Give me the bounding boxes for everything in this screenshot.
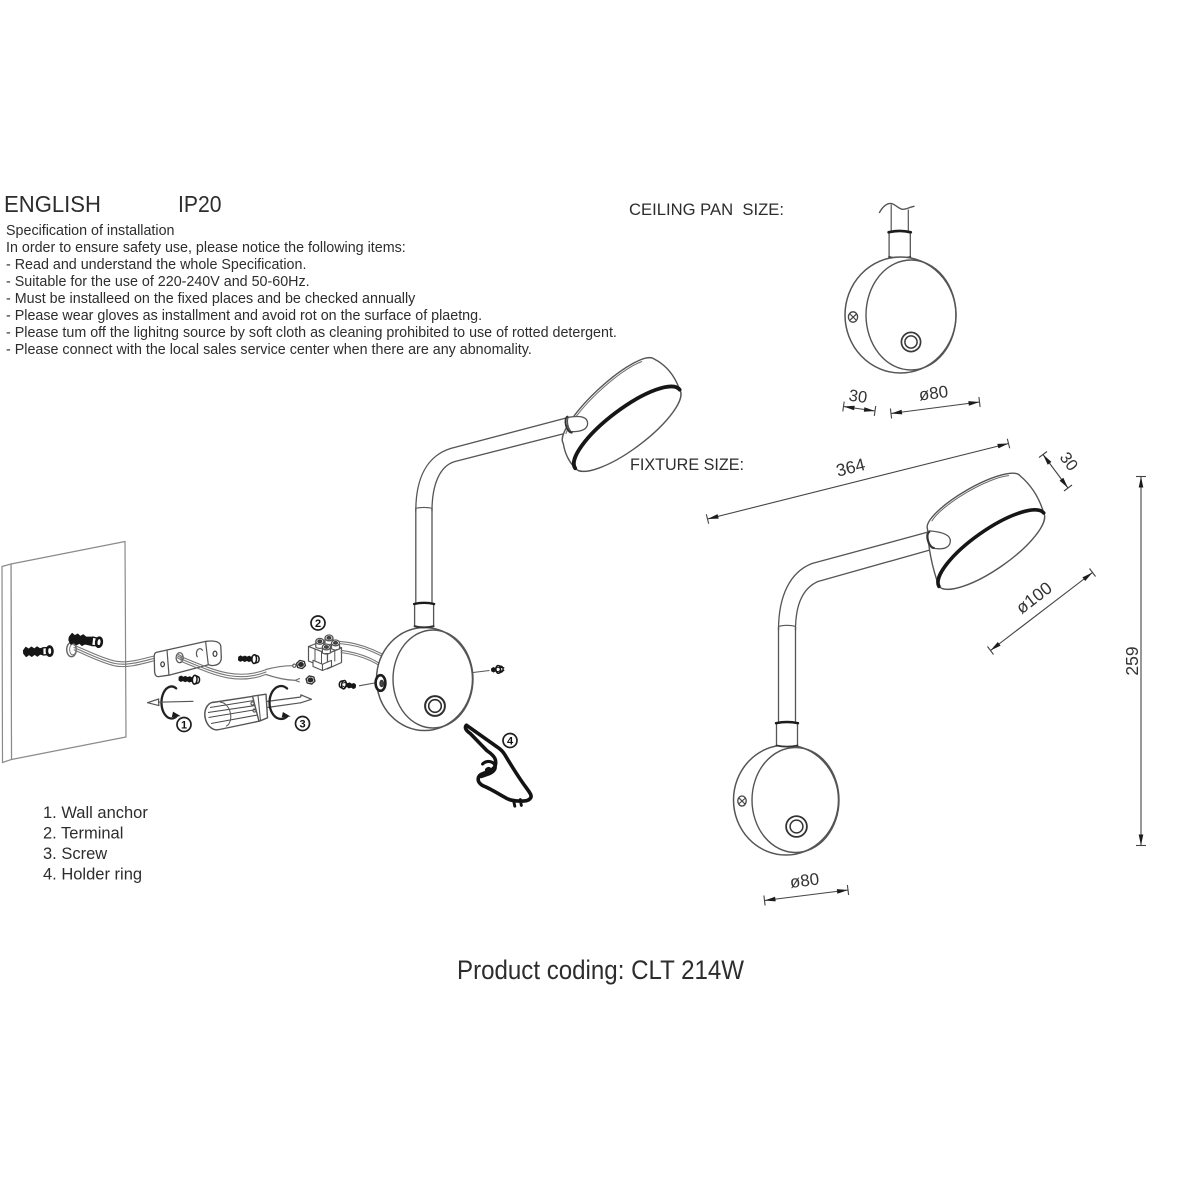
svg-text:30: 30	[848, 387, 869, 407]
svg-text:ø80: ø80	[918, 382, 950, 405]
svg-text:In order to ensure safety use,: In order to ensure safety use, please no…	[6, 240, 406, 256]
svg-text:2. Terminal: 2. Terminal	[43, 825, 123, 843]
svg-text:Specification of installation: Specification of installation	[6, 223, 175, 239]
svg-text:4: 4	[507, 735, 514, 747]
svg-text:ø80: ø80	[789, 869, 820, 892]
svg-text:4. Holder ring: 4. Holder ring	[43, 866, 142, 884]
svg-text:2: 2	[315, 618, 321, 630]
svg-text:- Suitable for the use of 220-: - Suitable for the use of 220-240V and 5…	[6, 274, 310, 290]
svg-text:1: 1	[181, 719, 187, 731]
svg-text:3. Screw: 3. Screw	[43, 845, 107, 863]
svg-text:259: 259	[1122, 646, 1142, 675]
svg-text:CEILING PAN SIZE:: CEILING PAN SIZE:	[629, 200, 784, 219]
svg-text:- Please tum off the lighitng: - Please tum off the lighitng source by …	[6, 325, 617, 341]
svg-text:Product coding: CLT 214W: Product coding: CLT 214W	[457, 955, 744, 985]
svg-text:- Read and understand the whol: - Read and understand the whole Specific…	[6, 257, 306, 273]
svg-text:FIXTURE SIZE:: FIXTURE SIZE:	[630, 455, 744, 474]
svg-text:- Please connect with the loca: - Please connect with the local sales se…	[6, 342, 532, 358]
svg-text:- Must be installeed on the fi: - Must be installeed on the fixed places…	[6, 291, 416, 307]
svg-text:IP20: IP20	[178, 191, 222, 217]
svg-text:- Please wear gloves as instal: - Please wear gloves as installment and …	[6, 308, 482, 324]
svg-text:3: 3	[299, 718, 305, 730]
svg-text:1. Wall anchor: 1. Wall anchor	[43, 804, 148, 822]
svg-text:ENGLISH: ENGLISH	[4, 191, 101, 217]
